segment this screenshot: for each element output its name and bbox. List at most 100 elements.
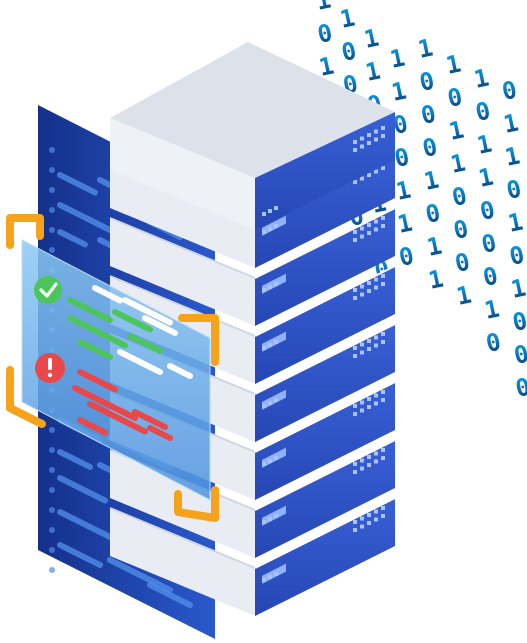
text-line	[167, 363, 193, 379]
ok-line	[77, 339, 113, 360]
code-bullet	[49, 207, 55, 213]
binary-digit: 0	[479, 228, 499, 258]
binary-digit: 0	[480, 261, 500, 291]
code-bullet	[49, 227, 55, 233]
binary-digit: 1	[443, 49, 463, 79]
error-line	[72, 385, 138, 421]
vent-grid-icon	[262, 216, 385, 292]
binary-digit: 0	[423, 198, 443, 228]
code-line	[57, 229, 88, 248]
binary-digit: 1	[389, 76, 409, 106]
binary-digit: 0	[452, 247, 472, 277]
code-bullet	[49, 527, 55, 533]
error-line	[147, 425, 173, 441]
ok-line	[67, 315, 128, 349]
binary-digit: 1	[415, 33, 435, 63]
binary-digit: 1	[426, 264, 446, 294]
binary-digit: 1	[421, 165, 441, 195]
corner-bracket-icon	[6, 214, 219, 522]
binary-digit: 0	[451, 214, 471, 244]
code-line	[57, 475, 108, 504]
code-bullet	[49, 247, 55, 253]
binary-digit: 1	[393, 175, 413, 205]
code-line	[57, 542, 103, 568]
binary-digit: 0	[315, 18, 335, 48]
text-line	[122, 297, 173, 326]
text-line	[92, 285, 123, 304]
binary-digit: 1	[424, 231, 444, 261]
ok-line	[127, 333, 163, 354]
code-line	[107, 557, 173, 593]
binary-digit: 0	[445, 82, 465, 112]
binary-digit: 1	[474, 129, 494, 159]
code-bullet	[49, 507, 55, 513]
binary-digit: 1	[337, 3, 357, 33]
code-bullet	[49, 167, 55, 173]
code-bullet	[49, 487, 55, 493]
binary-digit: 0	[504, 174, 524, 204]
binary-digit: 1	[446, 115, 466, 145]
binary-digit: 1	[387, 43, 407, 73]
binary-digit: 0	[449, 181, 469, 211]
checkmark-icon	[34, 276, 62, 304]
vent-grid-icon	[262, 126, 385, 216]
ok-line	[67, 297, 113, 323]
text-line	[117, 349, 163, 375]
binary-digit: 1	[361, 23, 381, 53]
binary-digit: 0	[483, 327, 503, 357]
binary-digit: 1	[316, 51, 336, 81]
binary-digit: 1	[363, 56, 383, 86]
code-bullet	[49, 147, 55, 153]
code-bullet	[49, 547, 55, 553]
error-line	[132, 409, 168, 430]
binary-digit: 1	[501, 108, 521, 138]
binary-digit: 0	[513, 372, 527, 402]
binary-digit: 0	[511, 339, 527, 369]
binary-digit: 0	[510, 306, 527, 336]
vent-grid-icon	[262, 448, 385, 524]
code-line	[147, 582, 193, 608]
binary-digit: 1	[502, 141, 522, 171]
binary-digit: 1	[505, 207, 525, 237]
analysis-screen	[21, 239, 211, 501]
binary-digit: 0	[392, 142, 412, 172]
binary-digit: 1	[476, 162, 496, 192]
code-bullet	[49, 567, 55, 573]
binary-digit: 0	[339, 36, 359, 66]
code-bullet	[49, 187, 55, 193]
binary-digit: 0	[390, 109, 410, 139]
error-line	[77, 369, 118, 393]
vent-grid-icon	[262, 274, 385, 350]
code-line	[57, 449, 93, 470]
server-unit	[109, 207, 396, 326]
error-line	[87, 401, 148, 435]
code-bullet	[49, 447, 55, 453]
binary-digit: 1	[395, 208, 415, 238]
binary-digit: 0	[507, 240, 527, 270]
binary-digit: 0	[499, 75, 519, 105]
server-top	[110, 42, 395, 230]
vent-grid-icon	[262, 390, 385, 466]
server-unit	[109, 497, 396, 616]
binary-digit: 0	[477, 195, 497, 225]
binary-digit: 1	[454, 280, 474, 310]
server-unit	[109, 439, 396, 558]
binary-digit: 0	[420, 132, 440, 162]
binary-digit: 0	[473, 96, 493, 126]
vent-grid-icon	[262, 506, 385, 582]
ok-line	[112, 309, 153, 333]
binary-digit: 0	[418, 99, 438, 129]
binary-digit: 0	[396, 241, 416, 271]
binary-digit: 0	[417, 66, 437, 96]
text-line	[142, 315, 178, 336]
binary-digit: 1	[471, 63, 491, 93]
error-line	[77, 417, 108, 436]
code-bullet	[49, 427, 55, 433]
binary-digit: 1	[482, 294, 502, 324]
binary-digit: 1	[508, 273, 527, 303]
binary-digit: 1	[313, 0, 333, 16]
code-line	[57, 172, 98, 196]
binary-digit: 1	[448, 148, 468, 178]
